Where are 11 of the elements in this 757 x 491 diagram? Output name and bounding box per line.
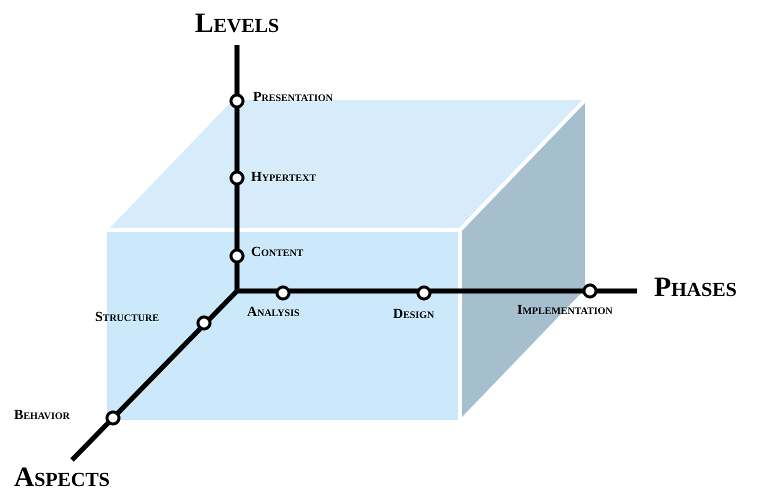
axis-title: Levels: [194, 10, 280, 38]
axis-title: Phases: [654, 274, 737, 302]
axis-tick-label: Analysis: [247, 306, 300, 320]
axis-tick-label: Presentation: [253, 91, 333, 105]
axis-tick-label: Structure: [95, 311, 159, 325]
axis-tick-label: Implementation: [517, 304, 613, 318]
axis-title: Aspects: [14, 464, 110, 491]
axis-tick-label: Behavior: [14, 409, 70, 423]
axis-tick-label: Content: [251, 246, 304, 260]
axis-tick-label: Hypertext: [251, 171, 316, 185]
axis-tick-label: Design: [393, 308, 434, 322]
